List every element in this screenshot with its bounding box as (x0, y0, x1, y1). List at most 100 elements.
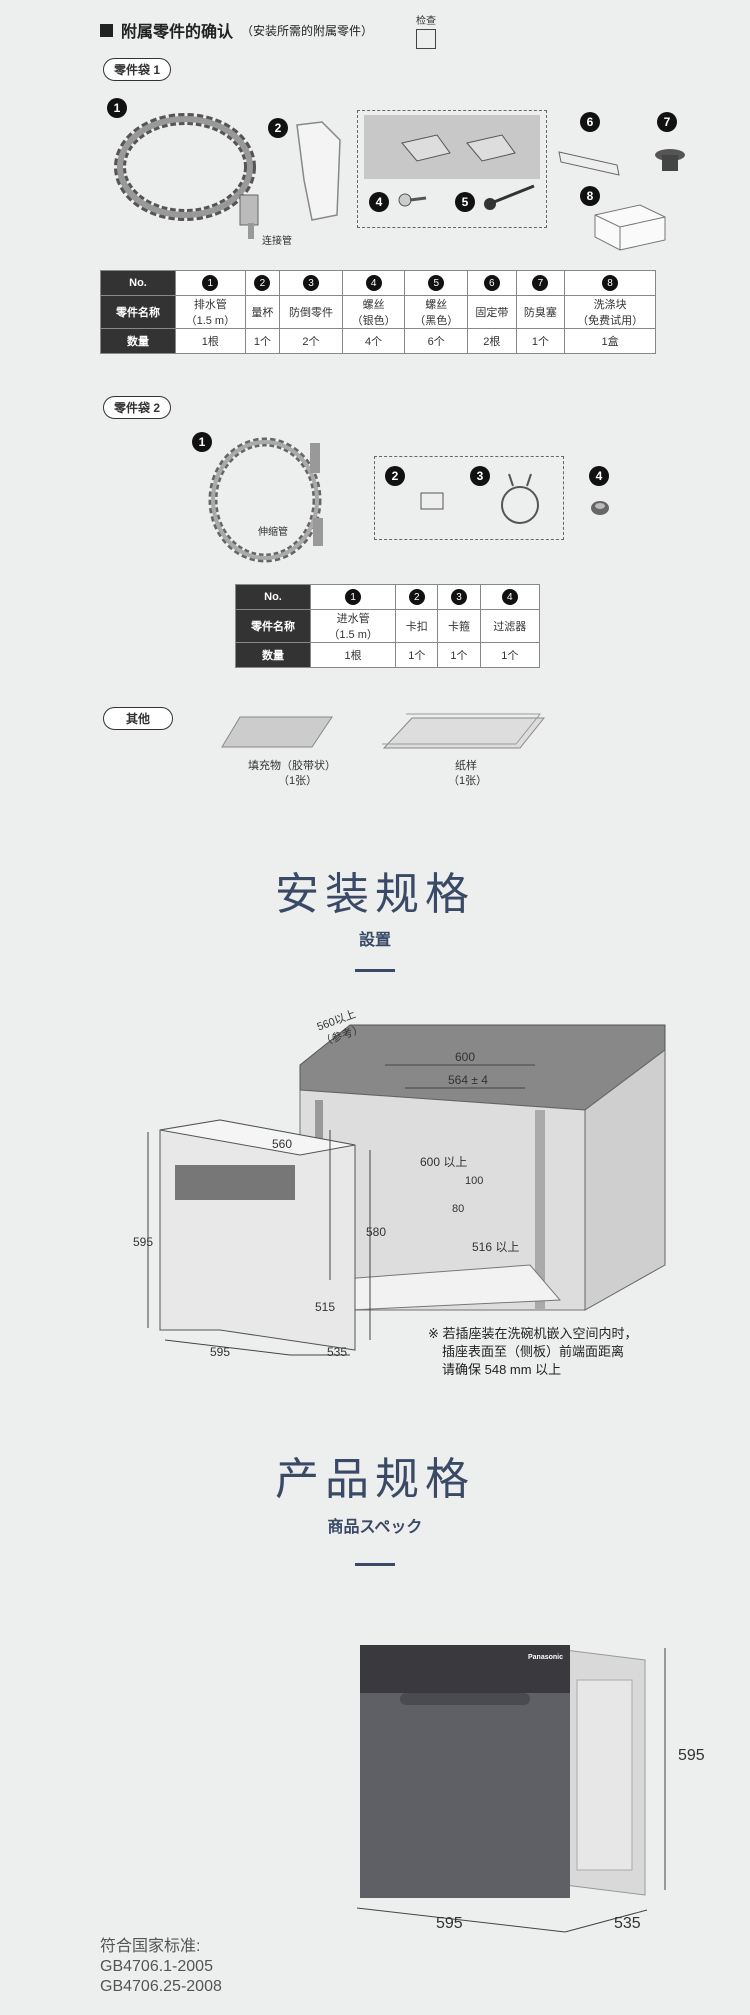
inlet-hose-illustration (208, 437, 323, 563)
install-note: ※ 若插座装在洗碗机嵌入空间内时， 插座表面至（侧板）前端面距离 请确保 548… (428, 1325, 638, 1379)
row-header-name: 零件名称 (100, 295, 176, 329)
standards-block: 符合国家标准: GB4706.1-2005 GB4706.25-2008 (100, 1937, 222, 1997)
black-screw-icon (484, 184, 535, 210)
dim-535: 535 (327, 1345, 348, 1359)
table-cell: 4 (479, 584, 541, 610)
measuring-cup-illustration (296, 121, 341, 221)
table-cell: 1根 (175, 328, 246, 354)
detergent-box-illustration (594, 204, 666, 251)
table-cell: 1个 (437, 642, 481, 668)
dim-600-width: 600 (455, 1050, 476, 1064)
row-header-qty: 数量 (100, 328, 176, 354)
brand-logo: Panasonic (528, 1654, 564, 1661)
checkbox-icon (416, 29, 436, 49)
bag1-callout-7: 7 (657, 112, 677, 132)
dim-580: 580 (366, 1225, 387, 1239)
bag1-callout-1: 1 (107, 98, 127, 118)
bag2-callout-3: 3 (470, 466, 490, 486)
table-cell: 7 (515, 270, 566, 296)
bag2-parts-table: No. 1 2 3 4 零件名称 进水管 （1.5 m） 卡扣 卡箍 过滤器 数… (235, 584, 541, 668)
dim-560: 560 (272, 1137, 293, 1151)
table-cell: 固定带 (467, 295, 517, 329)
clip-icon (420, 492, 444, 510)
filler-qty: （1张） (278, 775, 318, 787)
table-cell: 6个 (404, 328, 469, 354)
anti-tip-parts-illustration (364, 115, 540, 179)
table-cell: 螺丝 （银色） (341, 295, 406, 329)
dim-515: 515 (315, 1300, 336, 1314)
table-row: 零件名称 进水管 （1.5 m） 卡扣 卡箍 过滤器 (235, 609, 541, 643)
drain-hose-illustration (114, 113, 259, 239)
standard-item: GB4706.25-2008 (100, 1978, 222, 1995)
standard-item: GB4706.1-2005 (100, 1958, 213, 1975)
check-label: 检查 (416, 16, 436, 27)
dim-595-height: 595 (133, 1235, 154, 1249)
table-row: No. 1 2 3 4 5 6 7 8 (100, 270, 656, 296)
bag1-callout-6: 6 (580, 112, 600, 132)
table-cell: 1 (309, 584, 397, 610)
odor-plug-illustration (655, 149, 685, 171)
silver-screw-icon (398, 193, 427, 207)
table-cell: 5 (404, 270, 469, 296)
connector-label: 连接管 (262, 236, 292, 247)
paper-qty: （1张） (448, 775, 488, 787)
dim-516: 516 以上 (472, 1240, 520, 1254)
product-title: 产品规格 (275, 1455, 475, 1504)
table-row: 零件名称 排水管 （1.5 m） 量杯 防倒零件 螺丝 （银色） 螺丝 （黑色）… (100, 295, 656, 329)
table-cell: 2 (244, 270, 281, 296)
paper-name: 纸样 (455, 760, 477, 772)
bag1-callout-5: 5 (455, 192, 475, 212)
hose-label: 伸缩管 (258, 527, 288, 538)
hose-clamp-icon (501, 473, 539, 524)
dim-600-height: 600 以上 (420, 1155, 468, 1169)
product-subtitle: 商品スペック (327, 1519, 423, 1536)
table-cell: 量杯 (244, 295, 281, 329)
table-cell: 1个 (515, 328, 566, 354)
table-cell: 1 (175, 270, 246, 296)
bag1-screws-group (357, 110, 547, 228)
table-cell: 6 (467, 270, 517, 296)
table-cell: 2 (395, 584, 439, 610)
table-cell: 3 (279, 270, 343, 296)
table-cell: 螺丝 （黑色） (404, 295, 469, 329)
paper-template-illustration (382, 713, 546, 749)
table-cell: 2个 (279, 328, 343, 354)
install-divider (355, 969, 395, 972)
table-row: 数量 1根 1个 2个 4个 6个 2根 1个 1盒 (100, 328, 656, 354)
bag1-parts-table: No. 1 2 3 4 5 6 7 8 零件名称 排水管 （1.5 m） 量杯 … (100, 270, 656, 354)
dim-595-width: 595 (210, 1345, 231, 1359)
product-divider (355, 1563, 395, 1566)
bag2-callout-1: 1 (192, 432, 212, 452)
table-cell: 卡箍 (437, 609, 481, 643)
note-line: 请确保 548 mm 以上 (442, 1362, 562, 1377)
dim-80: 80 (452, 1203, 465, 1215)
header-title: 附属零件的确认 (121, 24, 234, 41)
bag1-callout-8: 8 (580, 186, 600, 206)
dim-564: 564 ± 4 (448, 1073, 488, 1087)
install-dimension-diagram (147, 1024, 666, 1356)
table-cell: 排水管 （1.5 m） (175, 295, 246, 329)
bag2-callout-4: 4 (589, 466, 609, 486)
filter-icon (591, 501, 609, 515)
standards-title: 符合国家标准: (100, 1938, 201, 1955)
bag1-callout-4: 4 (369, 192, 389, 212)
install-title: 安装规格 (275, 870, 475, 919)
dim-100: 100 (465, 1175, 484, 1187)
bag2-label: 零件袋 2 (103, 396, 172, 419)
fixing-strap-illustration (558, 151, 620, 176)
table-cell: 3 (437, 584, 481, 610)
table-cell: 进水管 （1.5 m） (309, 609, 397, 643)
other-label: 其他 (103, 707, 174, 730)
bag1-label: 零件袋 1 (103, 58, 172, 81)
dishwasher-product-image (360, 1645, 646, 1898)
table-cell: 4 (341, 270, 406, 296)
table-cell: 4个 (341, 328, 406, 354)
table-cell: 8 (564, 270, 656, 296)
bag2-clip-group (374, 456, 564, 540)
table-row: No. 1 2 3 4 (235, 584, 541, 610)
header-subtitle: （安装所需的附属零件） (241, 23, 374, 38)
product-height-dim: 595 (678, 1747, 705, 1764)
check-box: 检查 (412, 12, 440, 50)
filler-tape-illustration (221, 716, 333, 748)
